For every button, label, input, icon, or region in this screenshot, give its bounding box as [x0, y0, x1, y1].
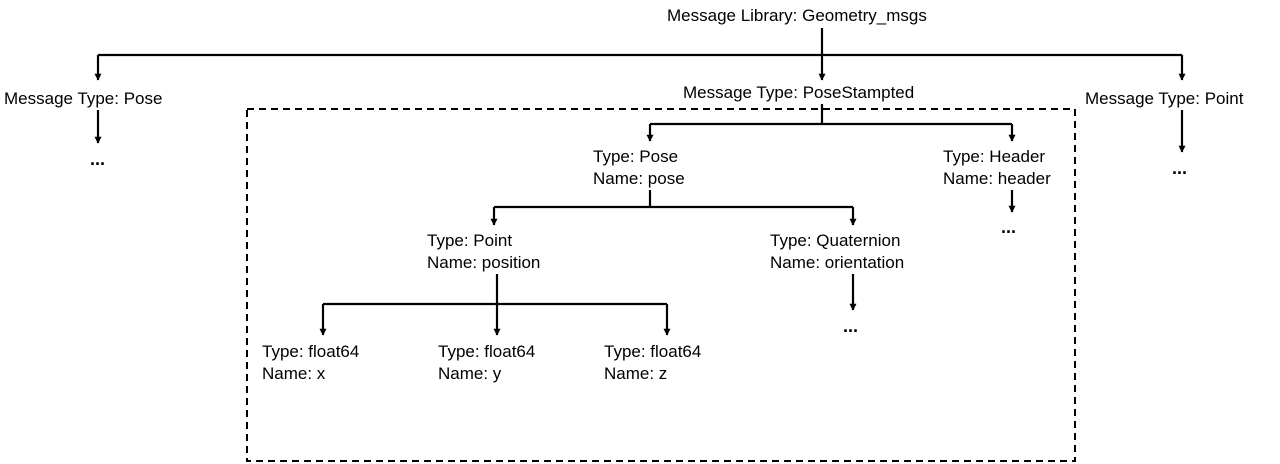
field-position-type: Type: Point [427, 231, 513, 250]
field-pose-type: Type: Pose [593, 147, 679, 166]
field-pose-node: Type: Pose Name: pose [593, 146, 685, 190]
field-x-type: Type: float64 [262, 342, 360, 361]
message-type-point-text: Message Type: Point [1085, 89, 1244, 108]
message-type-pose-node: Message Type: Pose [4, 88, 162, 110]
field-x-node: Type: float64 Name: x [262, 341, 359, 385]
field-y-name: Name: y [438, 364, 502, 383]
field-orientation-name: Name: orientation [770, 253, 905, 272]
field-z-type: Type: float64 [604, 342, 702, 361]
posestamped-dashed-box [246, 108, 1076, 462]
field-x-name: Name: x [262, 364, 326, 383]
message-type-posestamped-text: Message Type: PoseStampted [683, 83, 915, 102]
field-y-node: Type: float64 Name: y [438, 341, 535, 385]
field-orientation-node: Type: Quaternion Name: orientation [770, 230, 904, 274]
field-orientation-type: Type: Quaternion [770, 231, 901, 250]
pose-ellipsis: ... [90, 149, 106, 169]
field-header-node: Type: Header Name: header [943, 146, 1051, 190]
field-header-name: Name: header [943, 169, 1051, 188]
field-pose-name: Name: pose [593, 169, 685, 188]
message-type-pose-text: Message Type: Pose [4, 89, 163, 108]
orientation-ellipsis: ... [843, 316, 859, 336]
field-header-type: Type: Header [943, 147, 1046, 166]
message-type-point-node: Message Type: Point [1085, 88, 1243, 110]
root-node-label: Message Library: Geometry_msgs [667, 5, 927, 27]
field-z-name: Name: z [604, 364, 668, 383]
header-ellipsis: ... [1001, 217, 1017, 237]
field-z-node: Type: float64 Name: z [604, 341, 701, 385]
field-position-node: Type: Point Name: position [427, 230, 540, 274]
root-library-text: Message Library: Geometry_msgs [667, 6, 927, 25]
field-position-name: Name: position [427, 253, 541, 272]
field-y-type: Type: float64 [438, 342, 536, 361]
message-type-posestamped-node: Message Type: PoseStampted [683, 82, 914, 104]
point-ellipsis: ... [1172, 158, 1188, 178]
